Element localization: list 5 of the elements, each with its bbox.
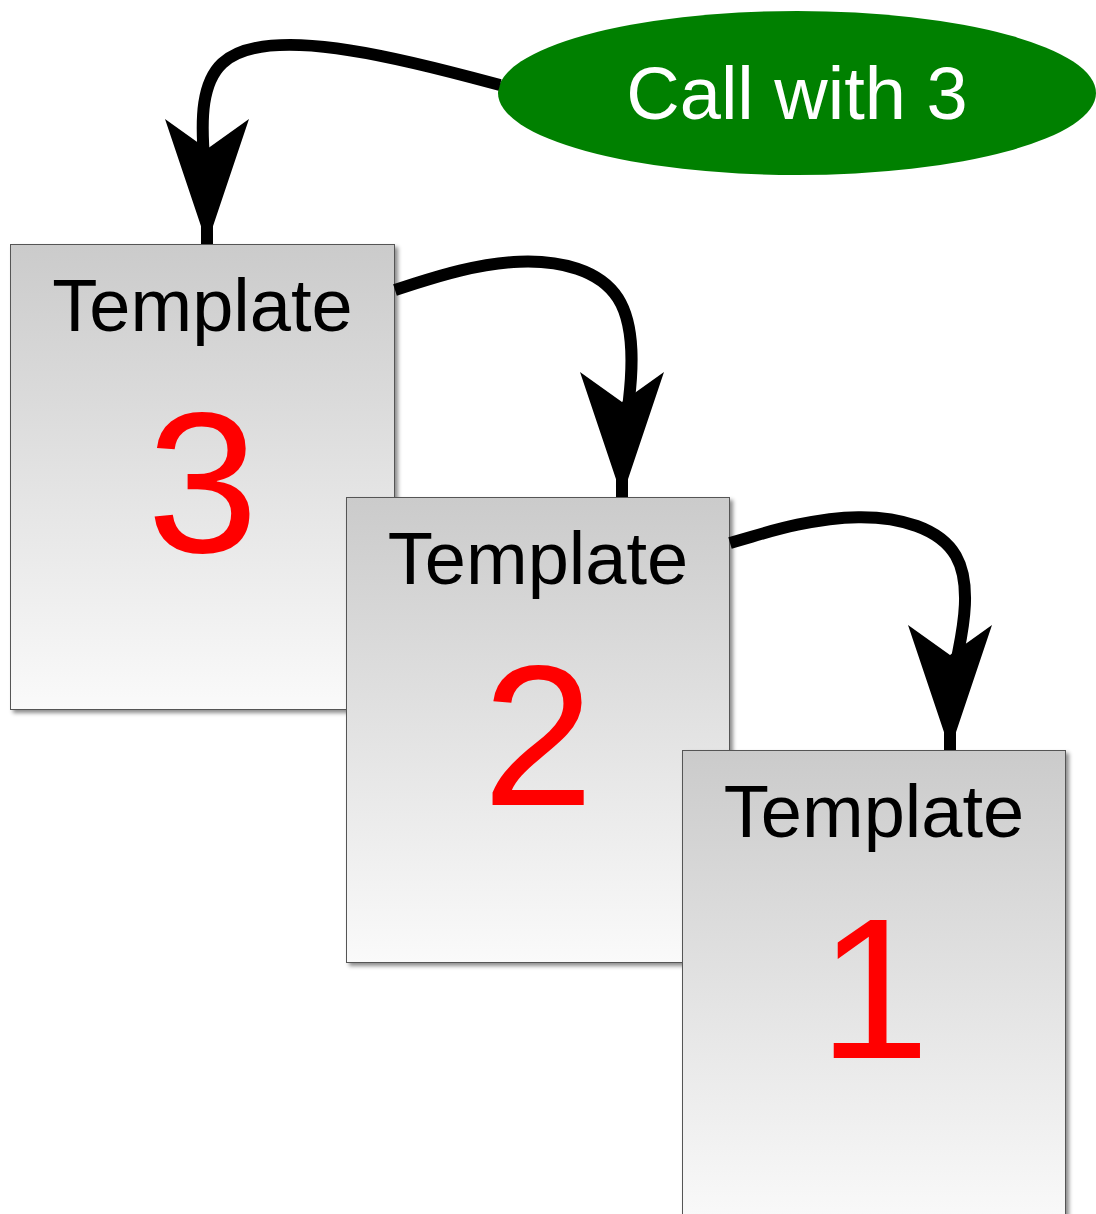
template-card	[682, 750, 1066, 1214]
node-label: Call with 3	[626, 50, 968, 136]
card-number: 3	[146, 383, 259, 583]
card-number: 1	[818, 889, 930, 1089]
card-number: 2	[482, 636, 594, 836]
